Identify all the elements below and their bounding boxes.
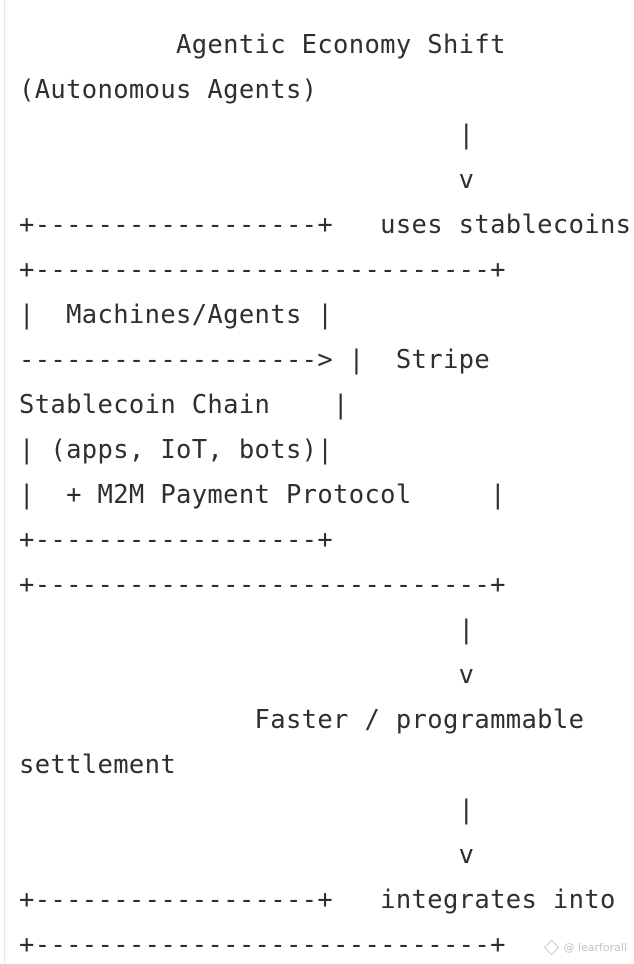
code-line-2: (Autonomous Agents)	[19, 75, 318, 105]
code-line-15: v	[19, 660, 475, 690]
code-block: Agentic Economy Shift (Autonomous Agents…	[4, 0, 634, 964]
code-line-10: | (apps, IoT, bots)|	[19, 435, 334, 465]
code-line-11: | + M2M Payment Protocol |	[19, 480, 506, 510]
code-line-6: +-----------------------------+	[19, 255, 506, 285]
code-line-16: Faster / programmable	[19, 705, 585, 735]
code-line-1: Agentic Economy Shift	[19, 30, 506, 60]
code-line-14: |	[19, 615, 475, 645]
code-line-3: |	[19, 120, 475, 150]
code-line-13: +-----------------------------+	[19, 570, 506, 600]
code-line-18: |	[19, 795, 475, 825]
code-lines: Agentic Economy Shift (Autonomous Agents…	[19, 23, 631, 964]
code-line-5: +------------------+ uses stablecoins	[19, 210, 632, 240]
watermark: @ learforall	[544, 939, 627, 956]
code-line-4: v	[19, 165, 475, 195]
code-line-7: | Machines/Agents |	[19, 300, 334, 330]
code-line-17: settlement	[19, 750, 177, 780]
code-line-12: +------------------+	[19, 525, 334, 555]
code-line-21: +-----------------------------+	[19, 930, 506, 960]
code-line-8: -------------------> | Stripe	[19, 345, 491, 375]
code-line-19: v	[19, 840, 475, 870]
watermark-text: @ learforall	[563, 941, 627, 954]
diamond-logo-icon	[544, 939, 560, 956]
code-line-20: +------------------+ integrates into	[19, 885, 616, 915]
code-line-9: Stablecoin Chain |	[19, 390, 349, 420]
